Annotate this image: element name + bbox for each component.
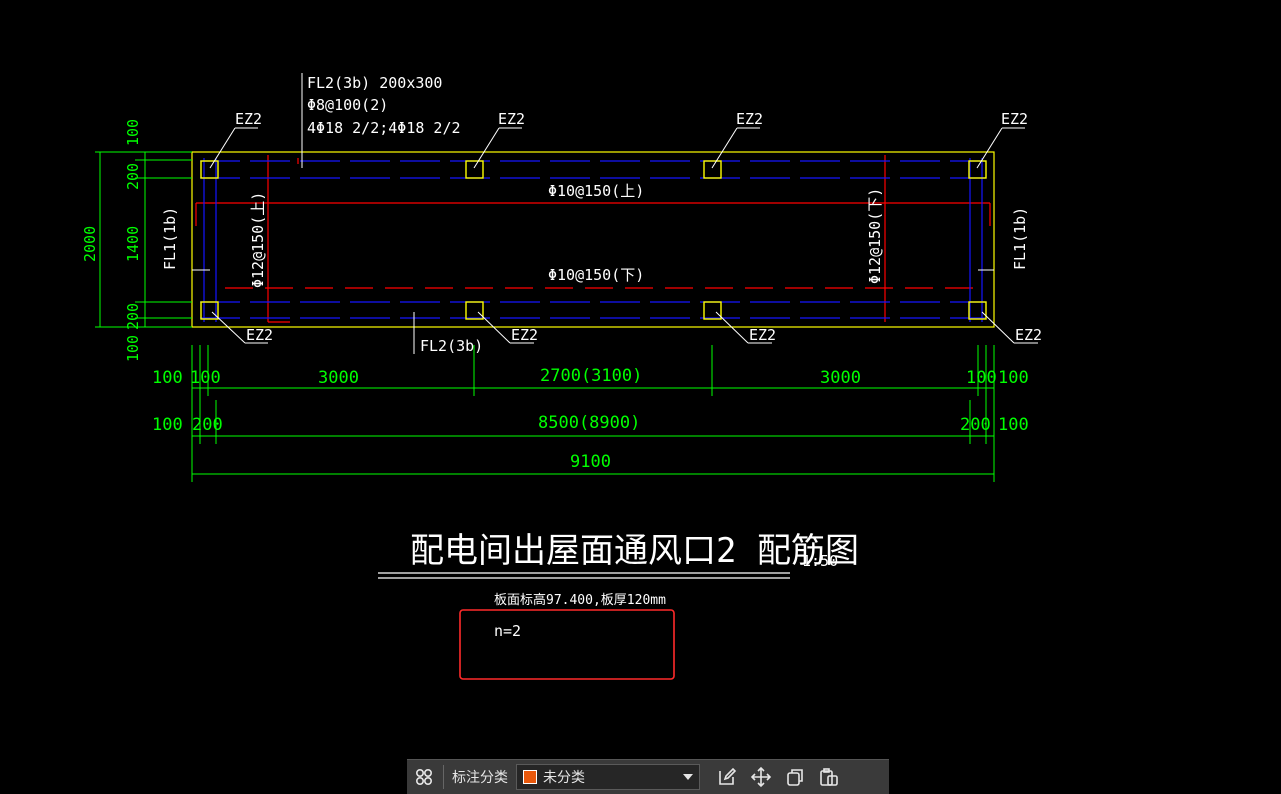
dim-row1-e: 3000 bbox=[820, 368, 861, 388]
column-square bbox=[968, 160, 987, 179]
slab-outline bbox=[191, 151, 995, 328]
column-leaders bbox=[192, 73, 1038, 354]
edit-icon[interactable] bbox=[710, 760, 744, 794]
left-dim-5: 100 bbox=[124, 335, 142, 362]
annotation-text: n=2 bbox=[494, 622, 521, 640]
dim-row2-d: 200 bbox=[960, 415, 991, 435]
beam-note-line1: FL2(3b) 200x300 bbox=[307, 74, 442, 92]
column-square bbox=[703, 301, 722, 320]
column-label-top-1: EZ2 bbox=[235, 110, 262, 128]
toolbar-separator bbox=[443, 765, 444, 789]
left-dimensions bbox=[95, 151, 192, 328]
drawing-subtitle: 板面标高97.400,板厚120mm bbox=[494, 592, 666, 608]
beam-note-line3: 4Φ18 2/2;4Φ18 2/2 bbox=[307, 119, 461, 137]
column-label-bottom-4: EZ2 bbox=[1015, 326, 1042, 344]
bottom-beam-label: FL2(3b) bbox=[420, 337, 483, 355]
paste-icon[interactable] bbox=[812, 760, 846, 794]
bottom-dimensions bbox=[191, 345, 995, 482]
category-label: 标注分类 bbox=[452, 770, 508, 786]
move-icon[interactable] bbox=[744, 760, 778, 794]
slab-top-rebar-label: Φ10@150(上) bbox=[548, 182, 644, 200]
column-label-bottom-2: EZ2 bbox=[511, 326, 538, 344]
column-square bbox=[703, 160, 722, 179]
column-square bbox=[200, 301, 219, 320]
side-beam-label-right: FL1(1b) bbox=[1011, 207, 1029, 270]
column-label-bottom-1: EZ2 bbox=[246, 326, 273, 344]
column-square bbox=[200, 160, 219, 179]
category-select[interactable]: 未分类 bbox=[516, 764, 700, 790]
dim-row1-b: 100 bbox=[190, 368, 221, 388]
dim-row1-a: 100 bbox=[152, 368, 183, 388]
dim-row1-f: 100 bbox=[966, 368, 997, 388]
highlight-box[interactable] bbox=[459, 609, 675, 680]
dim-row2-a: 100 bbox=[152, 415, 183, 435]
left-dim-2: 200 bbox=[124, 163, 142, 190]
column-label-bottom-3: EZ2 bbox=[749, 326, 776, 344]
column-label-top-2: EZ2 bbox=[498, 110, 525, 128]
dim-total: 9100 bbox=[570, 452, 611, 472]
category-color-swatch bbox=[523, 770, 537, 784]
blue-rebar-group bbox=[200, 158, 985, 322]
left-dim-4: 200 bbox=[124, 303, 142, 330]
side-rebar-right-label: Φ12@150(下) bbox=[866, 188, 884, 284]
columns-group bbox=[200, 160, 987, 320]
dim-row2-b: 200 bbox=[192, 415, 223, 435]
category-select-value: 未分类 bbox=[543, 770, 585, 786]
column-square bbox=[465, 301, 484, 320]
side-rebar-left-label: Φ12@150(上) bbox=[249, 192, 267, 288]
column-label-top-4: EZ2 bbox=[1001, 110, 1028, 128]
annotation-toolbar: 标注分类 未分类 bbox=[407, 759, 889, 794]
dim-row1-c: 3000 bbox=[318, 368, 359, 388]
dim-row2-e: 100 bbox=[998, 415, 1029, 435]
slab-bottom-rebar-label: Φ10@150(下) bbox=[548, 266, 644, 284]
beam-note-line2: Φ8@100(2) bbox=[307, 96, 388, 114]
left-dim-3: 1400 bbox=[124, 226, 142, 262]
column-square bbox=[465, 160, 484, 179]
side-beam-label-left: FL1(1b) bbox=[161, 207, 179, 270]
left-dim-total: 2000 bbox=[81, 226, 99, 262]
dim-row1-g: 100 bbox=[998, 368, 1029, 388]
copy-icon[interactable] bbox=[778, 760, 812, 794]
dim-row1-d: 2700(3100) bbox=[540, 366, 642, 386]
dim-row2-c: 8500(8900) bbox=[538, 413, 640, 433]
column-label-top-3: EZ2 bbox=[736, 110, 763, 128]
drawing-scale: 1:50 bbox=[802, 552, 838, 570]
column-square bbox=[968, 301, 987, 320]
chevron-down-icon bbox=[683, 774, 693, 780]
drawing-title: 配电间出屋面通风口2 配筋图 bbox=[410, 531, 859, 571]
left-dim-1: 100 bbox=[124, 119, 142, 146]
grid-icon[interactable] bbox=[407, 760, 441, 794]
